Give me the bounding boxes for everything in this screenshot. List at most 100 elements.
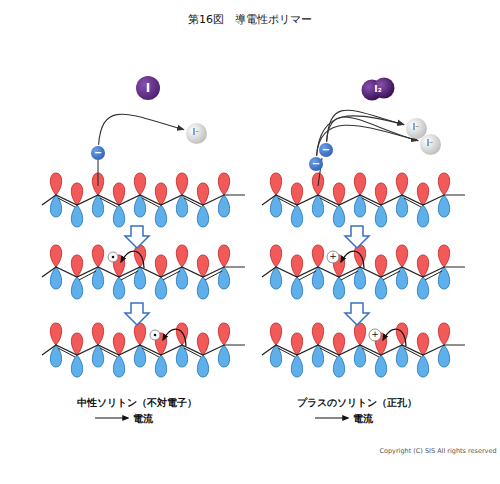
p-orbital-upper-lobe [417, 333, 428, 355]
p-orbital-upper-lobe [218, 173, 229, 195]
p-orbital-lower-lobe [312, 345, 323, 367]
p-orbital-upper-lobe [333, 183, 344, 205]
double-bond-line [79, 271, 96, 280]
p-orbital-lower-lobe [113, 205, 124, 227]
node-text: I [146, 82, 150, 94]
p-orbital-upper-lobe [92, 245, 103, 267]
p-orbital-upper-lobe [113, 333, 124, 355]
chain-backbone [42, 195, 245, 205]
p-orbital-upper-lobe [396, 245, 407, 267]
p-orbital-lower-lobe [417, 355, 428, 377]
p-orbital-lower-lobe [333, 205, 344, 227]
chain-backbone [262, 195, 465, 205]
double-bond-line [100, 348, 117, 357]
p-orbital-lower-lobe [197, 277, 208, 299]
p-orbital-lower-lobe [291, 277, 302, 299]
p-orbital-upper-lobe [50, 173, 61, 195]
p-orbital-upper-lobe [71, 183, 82, 205]
p-orbital-upper-lobe [438, 245, 449, 267]
iodine-atom-circle [374, 78, 395, 99]
p-orbital-lower-lobe [312, 195, 323, 217]
p-orbital-lower-lobe [333, 355, 344, 377]
hole-mark [369, 329, 381, 341]
p-orbital-upper-lobe [291, 255, 302, 277]
electron-transfer-arrow [99, 114, 184, 145]
p-orbital-upper-lobe [197, 183, 208, 205]
p-orbital-upper-lobe [291, 183, 302, 205]
p-orbital-lower-lobe [176, 195, 187, 217]
p-orbital-lower-lobe [417, 205, 428, 227]
electron-transfer-arrow [327, 110, 404, 142]
copyright-note: Copyright (C) SIS All rights reserved [379, 448, 496, 455]
polymer-chain [42, 323, 245, 377]
polymer-chain [262, 245, 465, 299]
p-orbital-upper-lobe [354, 173, 365, 195]
node-text: − [312, 159, 320, 169]
p-orbital-lower-lobe [197, 355, 208, 377]
p-orbital-upper-lobe [92, 323, 103, 345]
hole-plus-sign: + [329, 252, 337, 262]
p-orbital-upper-lobe [155, 255, 166, 277]
p-orbital-upper-lobe [333, 333, 344, 355]
current-label: 電流 [353, 413, 373, 424]
node-text: − [322, 145, 330, 155]
p-orbital-lower-lobe [291, 355, 302, 377]
p-orbital-upper-lobe [396, 173, 407, 195]
p-orbital-lower-lobe [134, 195, 145, 217]
polymer-chain [42, 173, 245, 227]
double-bond-line [362, 198, 379, 207]
iodide-ion: I⁻ [420, 134, 441, 155]
electron: − [91, 146, 105, 160]
process-down-arrow [345, 226, 369, 248]
double-bond-line [184, 198, 201, 207]
unpaired-electron-dot [112, 256, 115, 259]
electron: − [309, 157, 323, 171]
double-bond-line [100, 198, 117, 207]
p-orbital-upper-lobe [312, 245, 323, 267]
p-orbital-lower-lobe [155, 277, 166, 299]
soliton-move-arrow [121, 251, 144, 268]
p-orbital-lower-lobe [71, 277, 82, 299]
current-label: 電流 [133, 413, 153, 424]
double-bond-line [58, 348, 75, 357]
p-orbital-upper-lobe [417, 255, 428, 277]
p-orbital-upper-lobe [197, 255, 208, 277]
double-bond-line [205, 271, 222, 280]
p-orbital-lower-lobe [218, 345, 229, 367]
node-text: I₂ [374, 85, 381, 94]
soliton-move-arrow [341, 251, 364, 268]
polymer-chain [262, 173, 465, 227]
node-text: I⁻ [427, 140, 434, 148]
p-orbital-lower-lobe [375, 355, 386, 377]
electron-transfer-arrow [317, 116, 404, 156]
p-orbital-lower-lobe [113, 355, 124, 377]
radical-mark [108, 252, 118, 262]
double-bond-line [383, 271, 400, 280]
soliton-caption: 中性ソリトン（不対電子） [77, 397, 197, 408]
p-orbital-upper-lobe [218, 323, 229, 345]
process-down-arrow [125, 303, 149, 325]
figure-title: 第16図 導電性ポリマー [188, 14, 312, 26]
p-orbital-upper-lobe [71, 255, 82, 277]
chain-backbone [262, 345, 465, 355]
iodine-molecule: I₂ [361, 77, 395, 101]
p-orbital-lower-lobe [354, 195, 365, 217]
p-orbital-lower-lobe [438, 195, 449, 217]
process-down-arrow [125, 226, 149, 248]
p-orbital-lower-lobe [71, 355, 82, 377]
p-orbital-upper-lobe [176, 245, 187, 267]
p-orbital-lower-lobe [155, 355, 166, 377]
current-arrow [315, 417, 348, 418]
p-orbital-upper-lobe [270, 173, 281, 195]
p-orbital-lower-lobe [71, 205, 82, 227]
double-bond-line [362, 348, 379, 357]
iodide-ion: I⁻ [186, 123, 207, 144]
iodine-atom: I [136, 76, 160, 100]
p-orbital-lower-lobe [417, 277, 428, 299]
p-orbital-upper-lobe [218, 245, 229, 267]
soliton-move-arrow [383, 329, 406, 346]
p-orbital-upper-lobe [270, 323, 281, 345]
double-bond-line [299, 271, 316, 280]
